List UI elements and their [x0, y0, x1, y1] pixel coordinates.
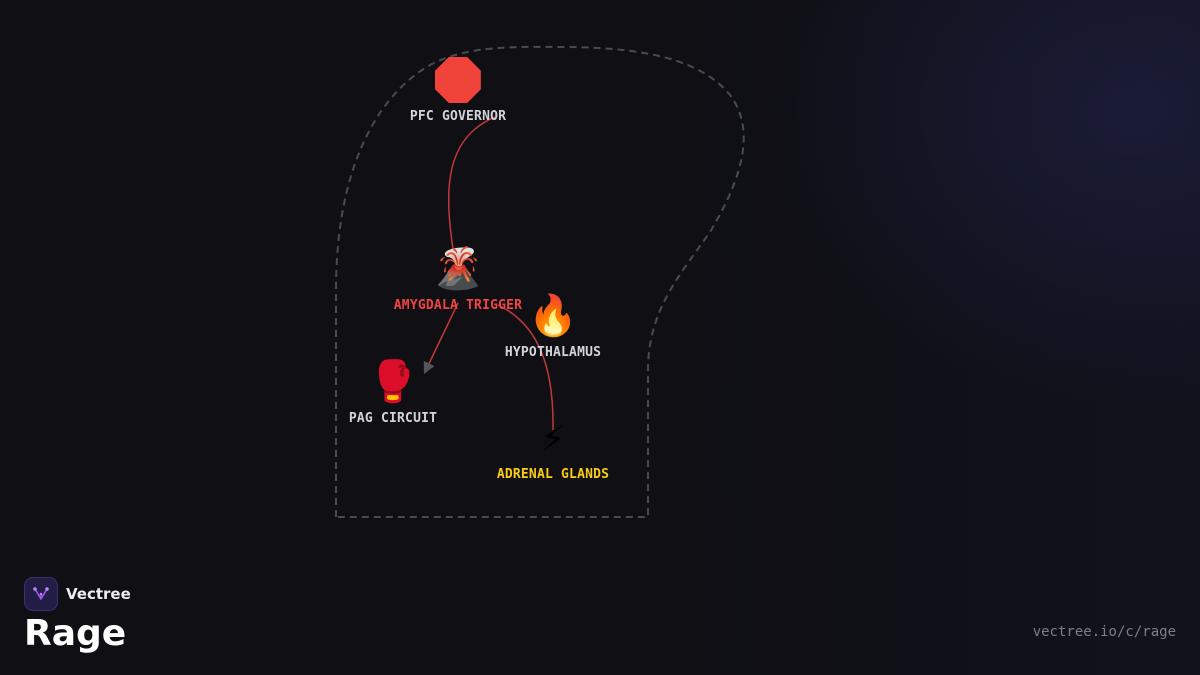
node-pfc-governor[interactable]: PFC GOVERNOR: [410, 56, 506, 125]
boxing-glove-icon: 🥊: [368, 359, 418, 405]
vectree-logo-icon: [24, 577, 58, 611]
edge-pfc-to-amygdala: [447, 116, 496, 263]
edge-amygdala-to-pag: [423, 302, 459, 375]
node-label: HYPOTHALAMUS: [504, 345, 602, 360]
fire-icon: 🔥: [528, 293, 578, 339]
node-label: PFC GOVERNOR: [409, 109, 507, 124]
node-label: ADRENAL GLANDS: [496, 467, 610, 482]
node-amygdala-trigger[interactable]: 🌋 AMYGDALA TRIGGER: [394, 245, 522, 314]
volcano-icon: 🌋: [433, 246, 483, 292]
node-adrenal-glands[interactable]: ⚡ ADRENAL GLANDS: [497, 414, 609, 483]
lightning-icon: ⚡: [540, 415, 566, 461]
page-url-link[interactable]: vectree.io/c/rage: [1032, 624, 1176, 640]
edge-amygdala-to-adrenal: [497, 304, 554, 431]
node-label: PAG CIRCUIT: [348, 411, 438, 426]
brand-name: Vectree: [66, 585, 131, 603]
stop-sign-icon: [410, 56, 506, 104]
page-title: Rage: [24, 613, 127, 654]
node-hypothalamus[interactable]: 🔥 HYPOTHALAMUS: [505, 292, 601, 361]
node-pag-circuit[interactable]: 🥊 PAG CIRCUIT: [349, 358, 437, 427]
cluster-boundary: [335, 45, 745, 518]
brand[interactable]: Vectree: [24, 577, 131, 611]
node-label: AMYGDALA TRIGGER: [393, 298, 523, 313]
